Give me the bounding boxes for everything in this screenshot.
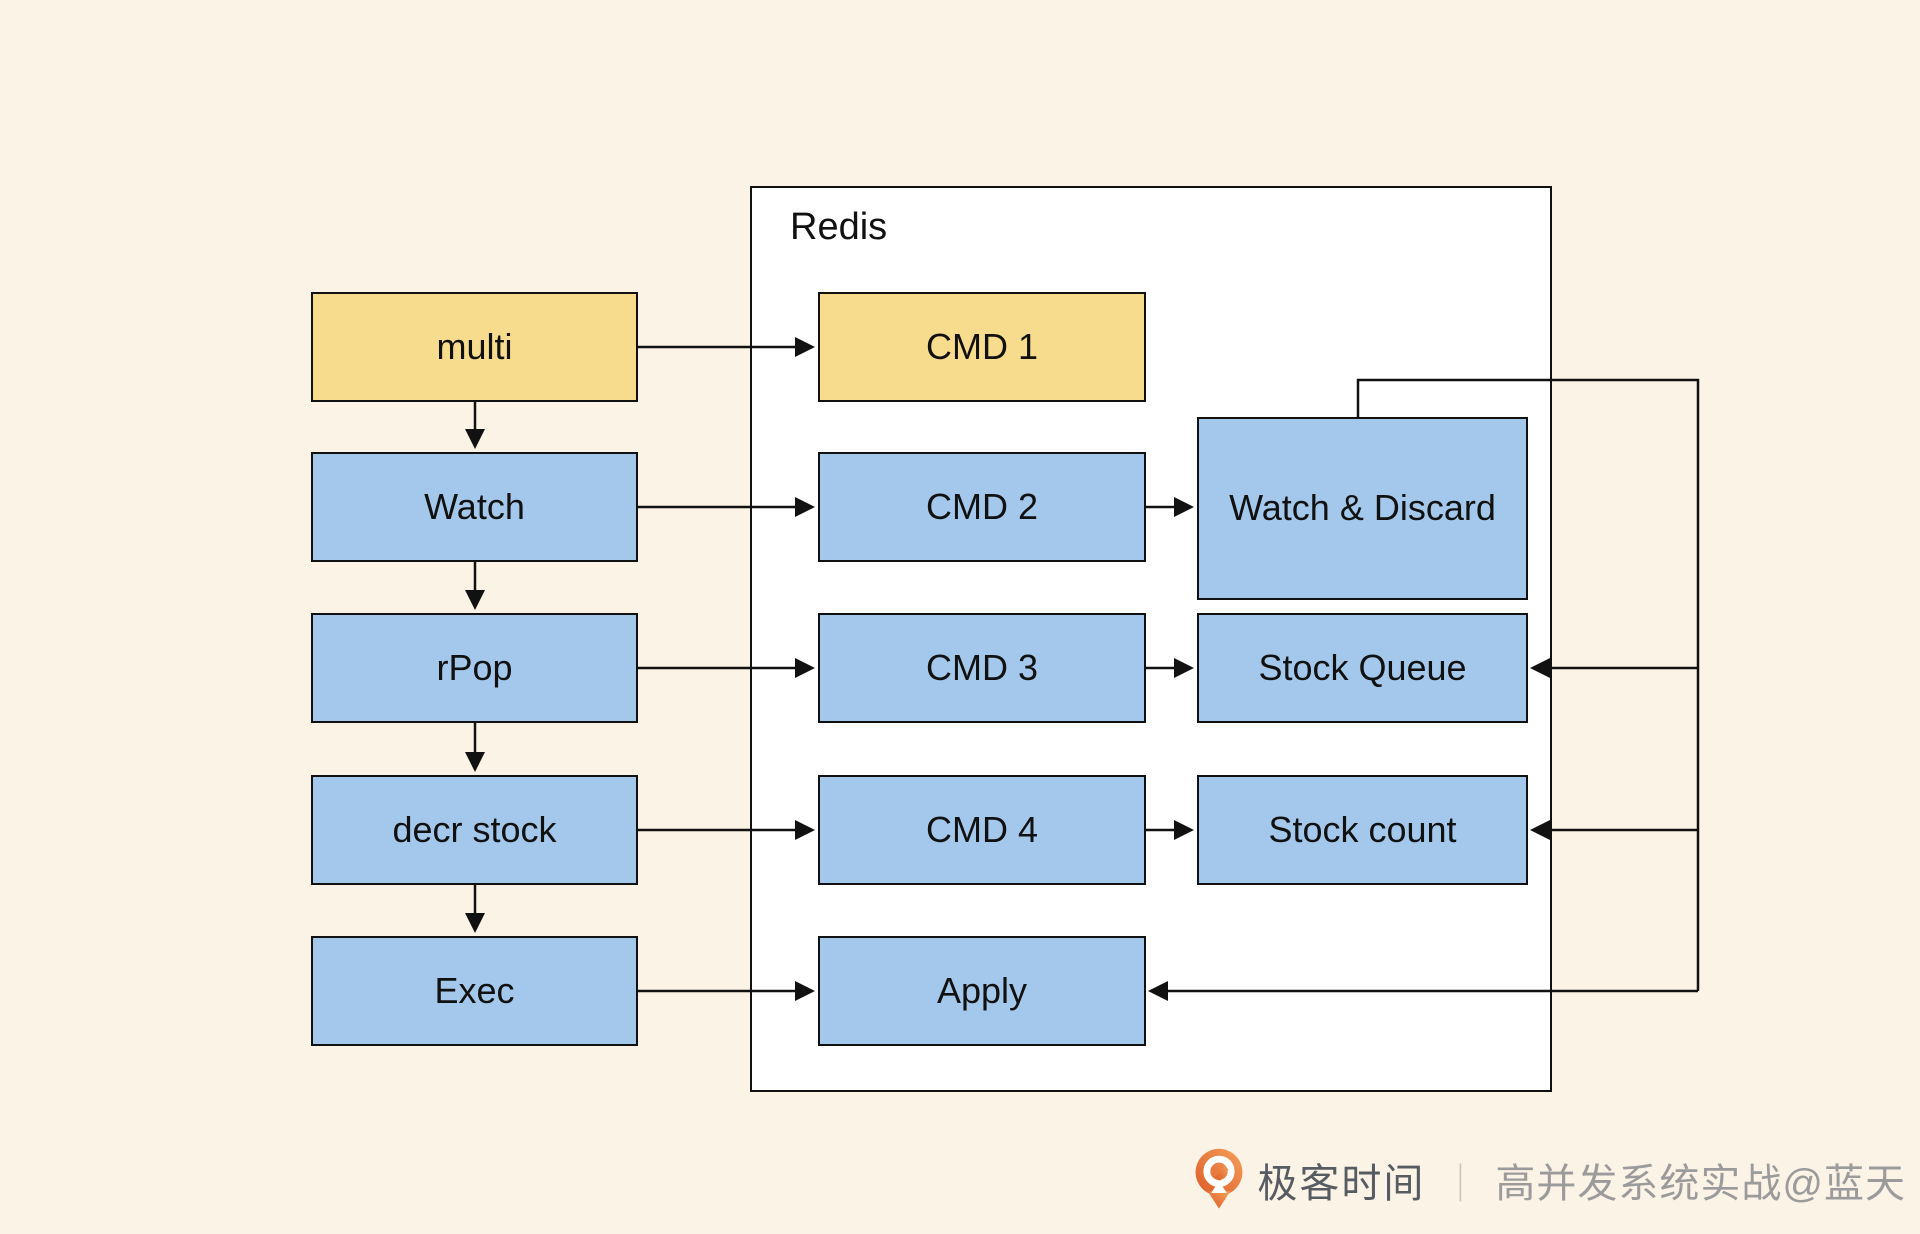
node-rpop: rPop: [311, 613, 638, 723]
node-stock-queue: Stock Queue: [1197, 613, 1528, 723]
watermark: 极客时间 ｜ 高并发系统实战@蓝天: [1193, 1144, 1906, 1216]
node-rpop-label: rPop: [436, 646, 513, 688]
node-watch: Watch: [311, 452, 638, 562]
node-cmd2-label: CMD 2: [925, 485, 1038, 527]
node-stock-queue-label: Stock Queue: [1258, 646, 1467, 688]
watermark-brand: 极客时间: [1257, 1162, 1426, 1206]
node-exec-label: Exec: [434, 969, 515, 1011]
watermark-separator: ｜: [1441, 1163, 1480, 1206]
redis-container-label: Redis: [790, 206, 888, 248]
node-decr-stock: decr stock: [311, 775, 638, 885]
node-cmd1-label: CMD 1: [925, 325, 1038, 367]
node-exec: Exec: [311, 936, 638, 1046]
node-cmd3: CMD 3: [818, 613, 1146, 723]
node-watch-discard: Watch & Discard: [1197, 417, 1528, 600]
node-watch-label: Watch: [424, 485, 525, 527]
node-watch-discard-label: Watch & Discard: [1229, 487, 1496, 529]
node-apply: Apply: [818, 936, 1146, 1046]
node-cmd3-label: CMD 3: [925, 646, 1038, 688]
node-apply-label: Apply: [936, 969, 1028, 1011]
node-cmd4-label: CMD 4: [925, 808, 1038, 850]
node-cmd2: CMD 2: [818, 452, 1146, 562]
node-cmd1: CMD 1: [818, 292, 1146, 402]
node-multi-label: multi: [436, 325, 513, 367]
watermark-course-title: 高并发系统实战@蓝天: [1495, 1162, 1906, 1206]
node-stock-count-label: Stock count: [1268, 808, 1457, 850]
node-decr-stock-label: decr stock: [392, 808, 557, 850]
node-stock-count: Stock count: [1197, 775, 1528, 885]
node-cmd4: CMD 4: [818, 775, 1146, 885]
node-multi: multi: [311, 292, 638, 402]
geektime-logo-icon: [1195, 1148, 1243, 1209]
